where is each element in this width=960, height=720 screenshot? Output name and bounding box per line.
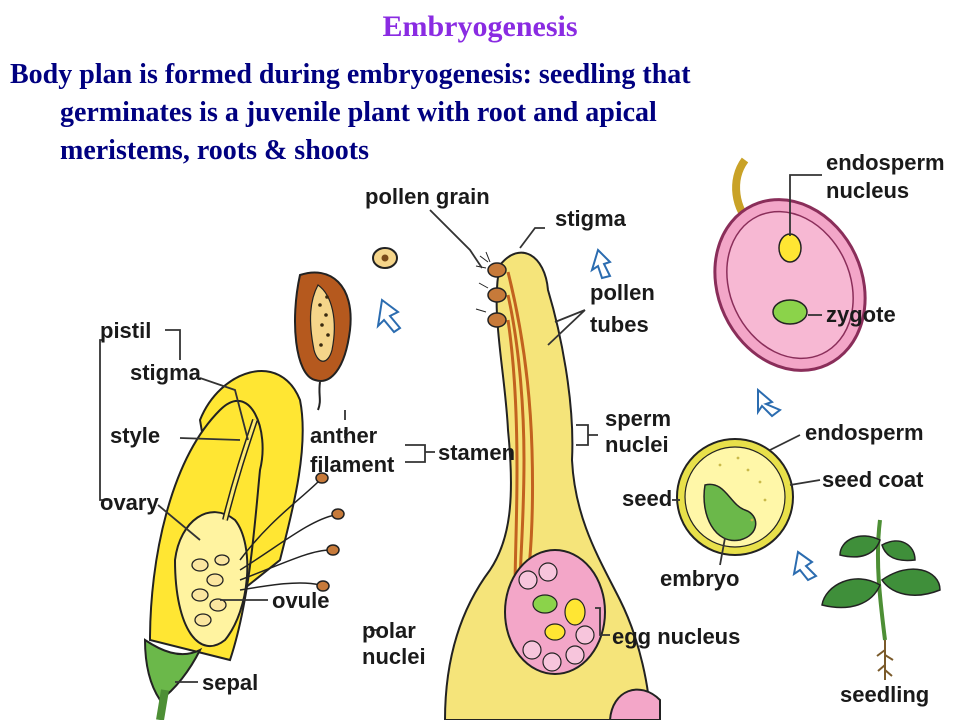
pollen-grain-illustration	[372, 247, 398, 269]
body-line-3: meristems, roots & shoots	[60, 135, 369, 166]
zygote-ovule	[713, 157, 867, 372]
label-polar: polar	[362, 618, 416, 643]
flower-illustration	[143, 370, 345, 720]
label-pollen-grain: pollen grain	[365, 184, 490, 209]
flower-stem	[156, 689, 169, 720]
ovules-in-ovary	[191, 554, 230, 627]
label-stamen: stamen	[438, 440, 515, 465]
seedling-illustration	[821, 519, 941, 680]
label-seed: seed	[622, 486, 672, 511]
body-line-2: germinates is a juvenile plant with root…	[60, 97, 657, 128]
arrow-1	[376, 298, 402, 334]
diagram-labels: pollen grain stigma pollen tubes sperm n…	[100, 150, 945, 707]
label-anther: anther	[310, 423, 378, 448]
label-embryo: embryo	[660, 566, 739, 591]
label-ovule: ovule	[272, 588, 329, 613]
body-line-1: Body plan is formed during embryogenesis…	[10, 59, 691, 90]
body-text: Body plan is formed during embryogenesis…	[10, 56, 950, 170]
label-polar-nuclei: nuclei	[362, 644, 426, 669]
label-sperm: sperm	[605, 406, 671, 431]
label-pollen: pollen	[590, 280, 655, 305]
pistil-enlarged	[443, 251, 661, 720]
label-style: style	[110, 423, 160, 448]
seed-illustration	[676, 438, 794, 556]
stamens-small	[239, 472, 345, 592]
label-stigma: stigma	[130, 360, 202, 385]
label-pistil: pistil	[100, 318, 151, 343]
label-endosperm: endosperm	[805, 420, 924, 445]
label-tubes: tubes	[590, 312, 649, 337]
arrow-4	[792, 550, 818, 582]
arrow-2	[590, 248, 612, 280]
label-filament: filament	[310, 452, 395, 477]
label-seed-coat: seed coat	[822, 467, 924, 492]
label-egg-nucleus: egg nucleus	[612, 624, 740, 649]
label-sepal: sepal	[202, 670, 258, 695]
anther-illustration	[294, 271, 352, 411]
sepal-shape	[143, 638, 203, 702]
label-ovary: ovary	[100, 490, 159, 515]
arrow-3	[757, 387, 782, 418]
label-endosperm-top: endosperm	[826, 150, 945, 175]
label-nucleus: nucleus	[826, 178, 909, 203]
label-sperm-nuclei: nuclei	[605, 432, 669, 457]
process-arrows	[376, 248, 818, 582]
slide-title: Embryogenesis	[382, 10, 578, 43]
label-zygote: zygote	[826, 302, 896, 327]
label-stigma-top: stigma	[555, 206, 627, 231]
leader-lines	[99, 174, 822, 683]
label-seedling: seedling	[840, 682, 929, 707]
